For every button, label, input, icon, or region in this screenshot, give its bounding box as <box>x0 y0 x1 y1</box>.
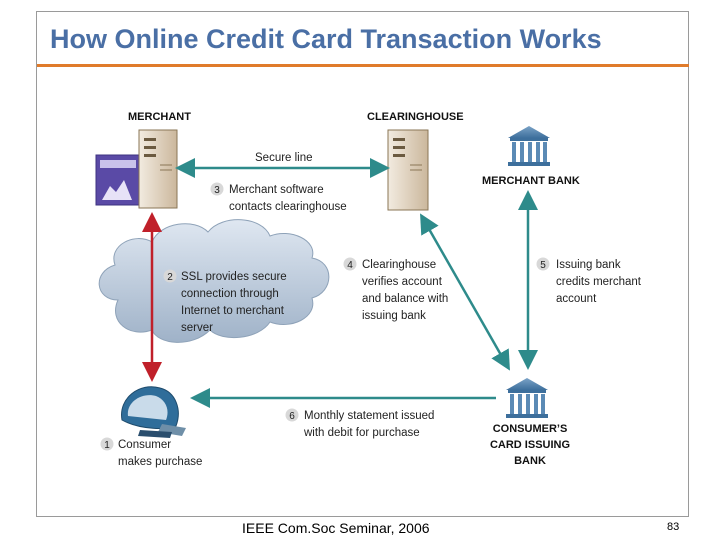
secure-line-label: Secure line <box>255 152 313 164</box>
page-number: 83 <box>667 521 680 533</box>
step-text: Merchant software <box>229 184 324 196</box>
clearinghouse-server-icon <box>387 129 429 211</box>
step-text: Monthly statement issued <box>304 410 434 422</box>
bank-icon <box>506 378 548 418</box>
card-bank-label-3: BANK <box>514 455 546 467</box>
step-text: Clearinghouse <box>362 259 436 271</box>
step-text: Issuing bank <box>556 259 621 271</box>
step-text: contacts clearinghouse <box>229 201 347 213</box>
step-1: 1 Consumer makes purchase <box>100 437 202 468</box>
bank-icon <box>508 126 550 166</box>
step-text: Consumer <box>118 439 171 451</box>
step-text: credits merchant <box>556 276 642 288</box>
step-6: 6 Monthly statement issued with debit fo… <box>285 408 434 439</box>
step-text: and balance with <box>362 293 448 305</box>
step-number: 4 <box>347 260 353 271</box>
merchant-server-icon <box>95 129 178 209</box>
slide-title: How Online Credit Card Transaction Works <box>50 24 602 54</box>
step-text: account <box>556 293 597 305</box>
step-2: 2 SSL provides secure connection through… <box>163 269 287 334</box>
step-number: 3 <box>214 185 220 196</box>
card-bank-label-2: CARD ISSUING <box>490 439 570 451</box>
clearinghouse-label: CLEARINGHOUSE <box>367 111 464 123</box>
slide-footer: IEEE Com.Soc Seminar, 2006 <box>242 520 430 536</box>
step-number: 5 <box>540 260 546 271</box>
consumer-computer-icon <box>121 386 186 438</box>
slide-frame <box>36 11 689 517</box>
title-underline <box>37 64 689 67</box>
step-text: issuing bank <box>362 310 426 322</box>
step-text: with debit for purchase <box>303 427 420 439</box>
card-bank-label-1: CONSUMER’S <box>493 423 568 435</box>
step-text: makes purchase <box>118 456 202 468</box>
step-text: Internet to merchant <box>181 305 285 317</box>
step-text: verifies account <box>362 276 443 288</box>
step-text: SSL provides secure <box>181 271 287 283</box>
merchant-bank-label: MERCHANT BANK <box>482 175 580 187</box>
step-number: 1 <box>104 440 110 451</box>
merchant-label: MERCHANT <box>128 111 191 123</box>
step-5: 5 Issuing bank credits merchant account <box>536 257 642 305</box>
verify-arrow <box>420 213 510 371</box>
step-text: server <box>181 322 213 334</box>
step-number: 6 <box>289 411 295 422</box>
step-number: 2 <box>167 272 173 283</box>
step-4: 4 Clearinghouse verifies account and bal… <box>343 257 448 322</box>
step-text: connection through <box>181 288 279 300</box>
step-3: 3 Merchant software contacts clearinghou… <box>210 182 347 213</box>
